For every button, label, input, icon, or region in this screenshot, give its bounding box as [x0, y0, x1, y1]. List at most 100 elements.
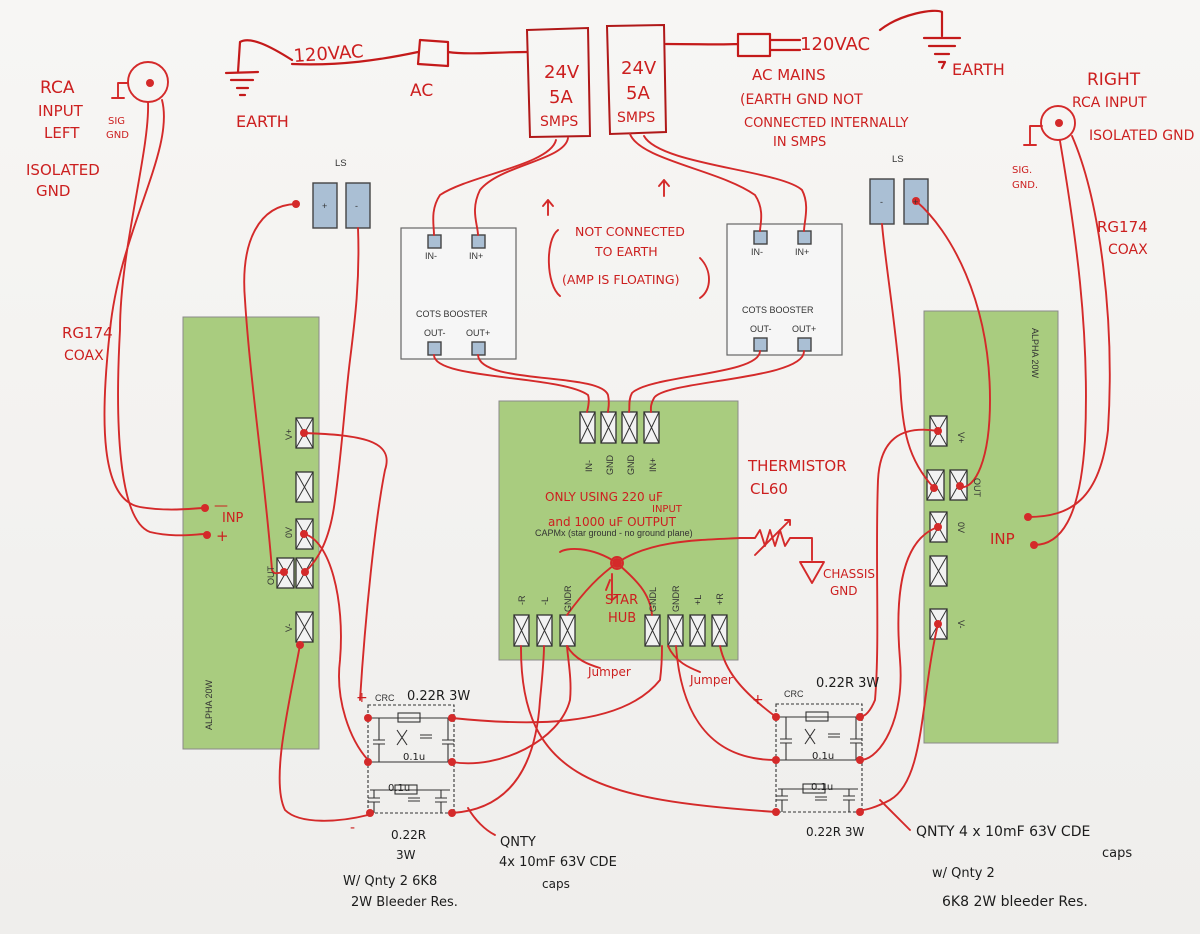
wire-crc-left-out-gnd — [451, 645, 572, 765]
booster-left-out-plus-terminal — [471, 341, 486, 356]
note-right-bleeder-2: 6K8 2W bleeder Res. — [942, 894, 1088, 910]
ls-right-minus: - — [880, 197, 883, 207]
capmx-bottom-pin-6: +L — [693, 595, 703, 605]
capmx-jumper-left: Jumper — [587, 665, 631, 679]
rca-left-line-2: INPUT — [38, 102, 84, 120]
capmx-note-3: and 1000 uF OUTPUT — [548, 515, 677, 529]
capmx-bottom-terminal-1 — [513, 614, 530, 647]
note-left-bleeder-1: W/ Qnty 2 6K8 — [343, 874, 437, 889]
ls-left-plus-terminal — [312, 182, 338, 229]
capmx-star-2: HUB — [608, 611, 636, 626]
capmx-bottom-terminal-6 — [689, 614, 706, 647]
note-floating-3: (AMP IS FLOATING) — [562, 272, 679, 287]
star-hub-arrow — [605, 573, 618, 601]
capmx-bottom-terminal-7 — [711, 614, 728, 647]
rca-right-iso: ISOLATED GND — [1089, 128, 1194, 144]
amp-left-inp: INP — [222, 511, 244, 526]
crc-left-r-bottom-w: 3W — [396, 848, 416, 862]
amp-left-vminus: V- — [284, 623, 294, 632]
capmx-top-terminal-4 — [643, 411, 660, 444]
amp-left-out: OUT — [266, 566, 276, 586]
crc-left-label: CRC — [375, 693, 395, 703]
rca-right-jack-pin — [1055, 119, 1063, 127]
capmx-bottom-terminal-5 — [667, 614, 684, 647]
wire-ls-left-plus — [243, 203, 297, 575]
wire-ls-right-plus — [915, 200, 991, 488]
mains-plug-left — [416, 38, 529, 68]
wire-booster-right-out-minus — [628, 350, 761, 413]
ls-left-minus-terminal — [345, 182, 371, 229]
wire-crc-left-out-plus — [451, 645, 663, 724]
rca-left-sig: SIG — [108, 116, 125, 127]
rca-left-coax-2: COAX — [64, 348, 104, 364]
earth-symbol-left — [224, 70, 260, 97]
wire-crc-right-out-minus — [520, 645, 777, 813]
wire-crc-right-out-plus — [719, 645, 777, 718]
capmx-top-terminal-2 — [600, 411, 617, 444]
amp-left-vminus-terminal — [295, 611, 314, 643]
capmx-top-terminal-1 — [579, 411, 596, 444]
amp-right-vminus: V- — [956, 620, 966, 629]
mains-right-note-3: CONNECTED INTERNALLY — [744, 116, 908, 131]
booster-left-out-plus: OUT+ — [466, 328, 490, 338]
capmx-bottom-terminal-2 — [536, 614, 553, 647]
wire-amp-right-vplus — [861, 428, 939, 717]
rca-right-line-2: RCA INPUT — [1072, 95, 1147, 111]
mains-right-note-4: IN SMPS — [773, 135, 826, 150]
wire-booster-left-out-plus — [477, 354, 610, 413]
star-hub-wires — [559, 537, 741, 616]
amp-right-title: ALPHA 20W — [1030, 328, 1040, 379]
wire-smps-right-to-booster-right-plus — [643, 135, 808, 232]
booster-left-in-plus-terminal — [471, 234, 486, 249]
capmx-bottom-pin-2: -L — [540, 597, 550, 605]
note-right-qty-2: caps — [1102, 846, 1132, 861]
amp-right-spare-terminal — [929, 555, 948, 587]
booster-right-in-plus-terminal — [797, 230, 812, 245]
star-hub — [610, 556, 624, 570]
booster-left-box — [400, 227, 517, 360]
coax-left-inner — [117, 101, 208, 537]
mains-right-vac: 120VAC — [800, 34, 870, 55]
mains-right-note-1: AC MAINS — [752, 66, 826, 84]
crc-right-plus: + — [752, 692, 764, 708]
amp-left-zero: 0V — [284, 527, 294, 538]
note-right-bleeder-1: w/ Qnty 2 — [932, 866, 995, 881]
note-left-qty-3: caps — [542, 877, 570, 891]
crc-right-r-bottom: 0.22R 3W — [806, 825, 865, 839]
rca-left-iso-1: ISOLATED — [26, 161, 100, 179]
wire-smps-right-to-booster-right-minus — [629, 133, 763, 232]
arrow-note-left — [542, 199, 554, 216]
wire-smps-left-to-booster-left-minus — [432, 139, 557, 236]
note-floating-1: NOT CONNECTED — [575, 224, 685, 239]
amp-right-vplus: V+ — [956, 432, 966, 443]
note-left-qty-1: QNTY — [500, 835, 536, 850]
booster-left-in-minus: IN- — [425, 251, 437, 261]
wire-amp-left-zero — [303, 533, 369, 761]
note-left-qty-2: 4x 10mF 63V CDE — [499, 855, 617, 870]
capmx-note-2: INPUT — [652, 504, 683, 515]
mains-right-note-2: (EARTH GND NOT — [740, 92, 863, 108]
rca-left-sig-gnd — [111, 82, 129, 99]
capmx-caption: CAPMx (star ground - no ground plane) — [535, 528, 693, 538]
wire-booster-left-out-minus — [433, 354, 590, 413]
chassis-1: CHASSIS — [823, 567, 875, 581]
capmx-bottom-pin-3: GNDR — [563, 585, 573, 612]
amp-left-inp-minus: — — [214, 498, 228, 514]
booster-right-in-plus: IN+ — [795, 247, 809, 257]
thermistor-arrow — [754, 519, 791, 556]
rca-left-iso-2: GND — [36, 182, 70, 200]
smps-left-type: SMPS — [540, 114, 578, 130]
mains-cable-left — [236, 39, 420, 74]
arrow-qty-left — [467, 807, 496, 836]
coax-right-inner — [1033, 140, 1087, 546]
ls-right-plus: + — [913, 197, 918, 207]
rca-right-jack-outer — [1040, 105, 1076, 141]
mains-left-vac: 120VAC — [293, 41, 364, 67]
crc-right-schematic — [775, 703, 863, 813]
smps-left-volts: 24V — [544, 62, 580, 83]
wire-amp-left-vminus — [278, 644, 369, 822]
amp-left-inp-plus: + — [216, 527, 229, 545]
smps-left-amps: 5A — [549, 87, 573, 108]
